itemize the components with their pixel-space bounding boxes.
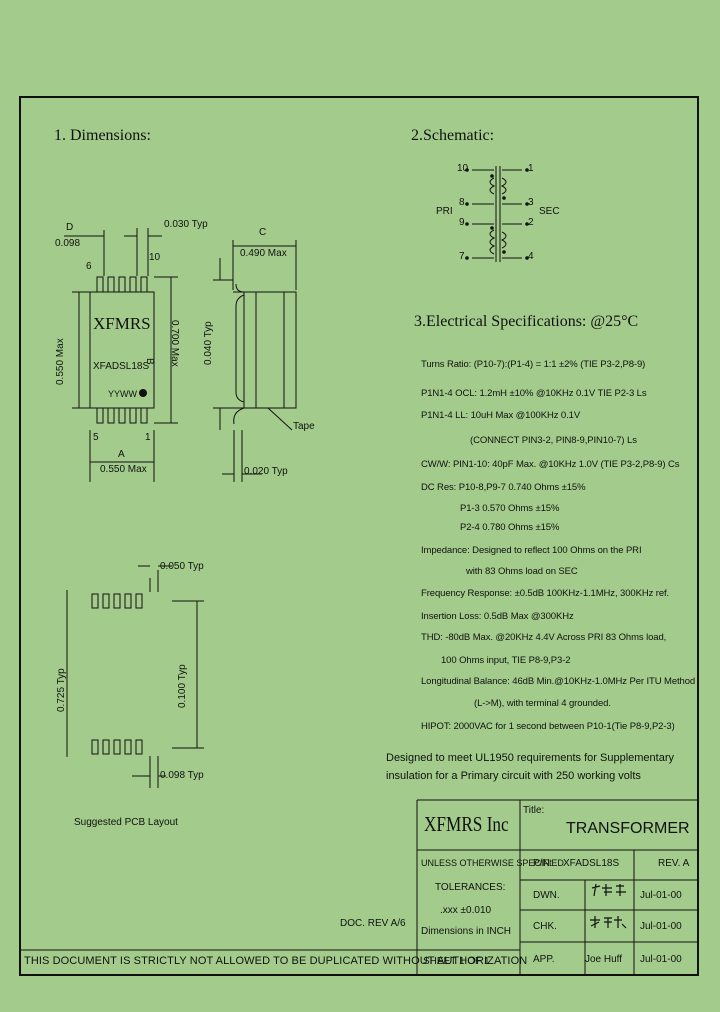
dim-b-value: 0.700 Max: [169, 320, 180, 367]
chk-date: Jul-01-00: [640, 921, 682, 932]
dimensions-heading: 1. Dimensions:: [54, 127, 151, 144]
sch-pin-9: 9: [459, 217, 465, 228]
dim-d-label: D: [66, 222, 74, 233]
dim-c-value: 0.490 Max: [240, 248, 287, 259]
dim-a-label: A: [118, 449, 125, 460]
spec-line: Frequency Response: ±0.5dB 100KHz-1.1MHz…: [421, 588, 670, 599]
spec-line: Insertion Loss: 0.5dB Max @300KHz: [421, 611, 574, 622]
sch-sec-label: SEC: [539, 206, 560, 217]
spec-line: DC Res: P10-8,P9-7 0.740 Ohms ±15%: [421, 482, 586, 493]
chk-label: CHK.: [533, 921, 557, 932]
dim-pitch: 0.030 Typ: [164, 219, 208, 230]
pin-6-label: 6: [86, 261, 92, 272]
spec-line: P2-4 0.780 Ohms ±15%: [460, 522, 560, 533]
pn-label: P/N:: [533, 858, 553, 869]
dim-height: 0.040 Typ: [203, 321, 214, 365]
dim-lead: 0.020 Typ: [244, 466, 288, 477]
dim-b-label: B: [144, 358, 155, 365]
spec-line: (CONNECT PIN3-2, PIN8-9,PIN10-7) Ls: [470, 435, 637, 446]
ul-note-line-2: insulation for a Primary circuit with 25…: [386, 770, 641, 782]
spec-line: with 83 Ohms load on SEC: [466, 566, 578, 577]
tolerance-value: .xxx ±0.010: [440, 905, 492, 916]
sch-pin-4: 4: [528, 251, 534, 262]
dimensions-unit: Dimensions in INCH: [421, 926, 512, 937]
spec-line: 100 Ohms input, TIE P8-9,P3-2: [441, 655, 571, 666]
pin-5-label: 5: [93, 432, 99, 443]
spec-line: Longitudinal Balance: 46dB Min.@10KHz-1.…: [421, 676, 696, 687]
spec-line: Turns Ratio: (P10-7):(P1-4) = 1:1 ±2% (T…: [421, 359, 646, 370]
sheet-number: SHEET 1 OF 1: [423, 956, 490, 967]
pn-value: XFADSL18S: [563, 858, 620, 869]
spec-line: HIPOT: 2000VAC for 1 second between P10-…: [421, 721, 675, 732]
app-name: Joe Huff: [585, 954, 623, 965]
sch-pin-8: 8: [459, 197, 465, 208]
sch-pin-2: 2: [528, 217, 534, 228]
pcb-pad-length: 0.098 Typ: [160, 770, 204, 781]
dim-a-value: 0.550 Max: [100, 464, 147, 475]
sch-pin-10: 10: [457, 163, 469, 174]
drawing-frame: [19, 96, 699, 976]
app-label: APP.: [533, 954, 555, 965]
spec-line: THD: -80dB Max. @20KHz 4.4V Across PRI 8…: [421, 632, 667, 643]
sch-pin-3: 3: [528, 197, 534, 208]
sch-pin-7: 7: [459, 251, 465, 262]
ul-note-line-1: Designed to meet UL1950 requirements for…: [386, 752, 674, 764]
dwn-date: Jul-01-00: [640, 890, 682, 901]
pcb-span: 0.725 Typ: [56, 668, 67, 712]
pin-1-label: 1: [145, 432, 151, 443]
doc-revision: DOC. REV A/6: [340, 918, 406, 929]
chip-brand: XFMRS: [93, 314, 151, 333]
company-name: XFMRS Inc: [424, 812, 509, 836]
electrical-heading: 3.Electrical Specifications: @25°C: [414, 313, 639, 330]
title-value: TRANSFORMER: [566, 820, 690, 837]
pin-10-label: 10: [149, 252, 161, 263]
spec-line: (L->M), with terminal 4 grounded.: [474, 698, 611, 709]
footer-warning: THIS DOCUMENT IS STRICTLY NOT ALLOWED TO…: [24, 955, 528, 967]
sch-pin-1: 1: [528, 163, 534, 174]
spec-line: CW/W: PIN1-10: 40pF Max. @10KHz 1.0V (TI…: [421, 459, 680, 470]
dim-c-label: C: [259, 227, 267, 238]
app-date: Jul-01-00: [640, 954, 682, 965]
chip-part: XFADSL18S: [93, 361, 150, 372]
spec-line: P1N1-4 LL: 10uH Max @100KHz 0.1V: [421, 410, 581, 421]
spec-line: Impedance: Designed to reflect 100 Ohms …: [421, 545, 642, 556]
rev-value: REV. A: [658, 858, 690, 869]
pcb-pad-width: 0.050 Typ: [160, 561, 204, 572]
title-label: Title:: [523, 805, 545, 816]
sch-pri-label: PRI: [436, 206, 453, 217]
dwn-label: DWN.: [533, 890, 560, 901]
spec-line: P1-3 0.570 Ohms ±15%: [460, 503, 560, 514]
spec-line: P1N1-4 OCL: 1.2mH ±10% @10KHz 0.1V TIE P…: [421, 388, 647, 399]
dim-left-value: 0.550 Max: [55, 338, 66, 385]
dim-d-value: 0.098: [55, 238, 81, 249]
unless-text: UNLESS OTHERWISE SPECIFIED: [421, 858, 564, 868]
pcb-caption: Suggested PCB Layout: [74, 817, 178, 828]
schematic-heading: 2.Schematic:: [411, 127, 495, 144]
chip-date-code: YYWW: [108, 389, 137, 399]
pcb-pitch: 0.100 Typ: [177, 664, 188, 708]
tolerances-label: TOLERANCES:: [435, 882, 506, 893]
tape-label: Tape: [293, 421, 315, 432]
